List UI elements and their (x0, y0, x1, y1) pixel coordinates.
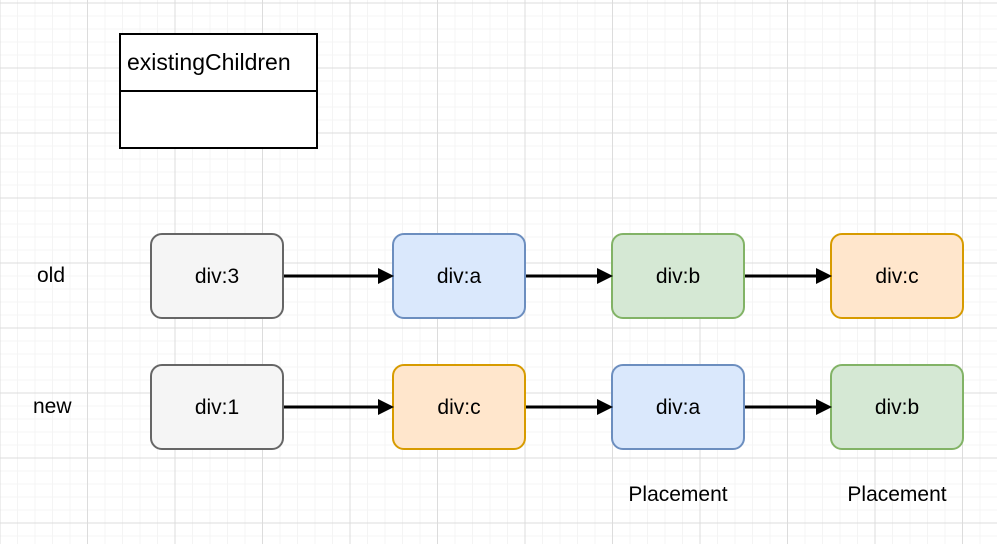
node-old-2[interactable]: div:b (611, 233, 745, 319)
node-label: div:a (436, 264, 482, 288)
node-old-0[interactable]: div:3 (150, 233, 284, 319)
node-new-2[interactable]: div:a (611, 364, 745, 450)
arrow-old-1-to-2 (526, 266, 613, 286)
node-label: div:b (874, 395, 920, 419)
node-old-1[interactable]: div:a (392, 233, 526, 319)
node-label: div:1 (194, 395, 240, 419)
node-new-3[interactable]: div:b (830, 364, 964, 450)
arrow-new-1-to-2 (526, 397, 613, 417)
placement-caption-div-a: Placement (628, 483, 728, 506)
existing-children-header-row: existingChildren (121, 35, 316, 92)
node-label: div:a (655, 395, 701, 419)
row-label-old: old (37, 264, 66, 287)
node-new-0[interactable]: div:1 (150, 364, 284, 450)
node-label: div:c (437, 395, 481, 419)
node-label: div:3 (194, 264, 240, 288)
row-label-new: new (33, 395, 72, 418)
arrow-old-2-to-3 (745, 266, 832, 286)
node-new-1[interactable]: div:c (392, 364, 526, 450)
node-old-3[interactable]: div:c (830, 233, 964, 319)
existing-children-table: existingChildren (119, 33, 318, 149)
existing-children-title: existingChildren (127, 49, 291, 75)
node-label: div:b (655, 264, 701, 288)
arrow-old-0-to-1 (284, 266, 394, 286)
node-label: div:c (875, 264, 919, 288)
existing-children-body-row (121, 92, 316, 147)
placement-caption-div-b: Placement (847, 483, 947, 506)
arrow-new-2-to-3 (745, 397, 832, 417)
arrow-new-0-to-1 (284, 397, 394, 417)
